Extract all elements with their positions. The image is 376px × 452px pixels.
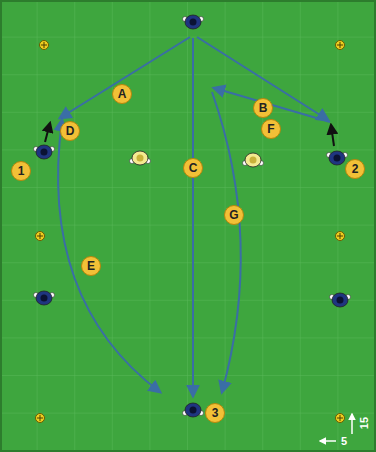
callout-letter: 3 <box>205 403 225 423</box>
player-head <box>41 295 48 302</box>
pass-arrow <box>214 88 330 122</box>
player <box>34 145 55 159</box>
player-body <box>329 151 345 165</box>
player <box>130 151 151 165</box>
player-head <box>190 19 197 26</box>
cone-disc <box>336 414 345 423</box>
cone <box>336 414 345 423</box>
cone <box>336 41 345 50</box>
player-head <box>137 155 144 162</box>
pass-arrow <box>60 37 190 118</box>
move-arrow <box>331 125 334 146</box>
callout-letter: C <box>183 158 203 178</box>
player-body <box>332 293 348 307</box>
player-head <box>337 297 344 304</box>
pass-arrow <box>58 120 160 392</box>
pass-arrows <box>58 37 330 396</box>
player <box>243 153 264 167</box>
callout-letter: B <box>253 98 273 118</box>
cone-mark <box>337 415 343 421</box>
cone-mark <box>41 42 47 48</box>
pass-arrow <box>192 38 194 396</box>
callout-letter: 2 <box>345 159 365 179</box>
player-body <box>132 151 148 165</box>
player-body <box>36 145 52 159</box>
cone <box>36 414 45 423</box>
scale-arrows <box>320 414 352 441</box>
player <box>183 403 204 417</box>
callout-letter: A <box>112 84 132 104</box>
move-arrows <box>45 123 334 146</box>
player <box>327 151 348 165</box>
callout-letter: D <box>60 121 80 141</box>
player-head <box>41 149 48 156</box>
player-head <box>250 157 257 164</box>
cone-mark <box>337 233 343 239</box>
move-arrow <box>45 123 50 142</box>
scale-number: 15 <box>358 417 370 429</box>
run-arrow <box>212 92 241 392</box>
cones <box>36 41 345 423</box>
player <box>34 291 55 305</box>
cone-disc <box>36 414 45 423</box>
scale-arrow <box>351 414 353 434</box>
cone <box>40 41 49 50</box>
cone <box>36 232 45 241</box>
cone-mark <box>37 233 43 239</box>
player-head <box>190 407 197 414</box>
player-body <box>245 153 261 167</box>
scale-arrow <box>320 440 336 442</box>
player-head <box>334 155 341 162</box>
player <box>330 293 351 307</box>
cone <box>336 232 345 241</box>
player <box>183 15 204 29</box>
callout-letter: G <box>224 205 244 225</box>
callout-letter: 1 <box>11 161 31 181</box>
callout-letter: E <box>81 256 101 276</box>
player-body <box>185 403 201 417</box>
cone-disc <box>40 41 49 50</box>
scale-number: 5 <box>341 435 347 447</box>
cone-mark <box>337 42 343 48</box>
players <box>34 15 351 417</box>
player-body <box>185 15 201 29</box>
callout-letter: F <box>261 119 281 139</box>
player-body <box>36 291 52 305</box>
cone-disc <box>36 232 45 241</box>
cone-mark <box>37 415 43 421</box>
cone-disc <box>336 232 345 241</box>
cone-disc <box>336 41 345 50</box>
